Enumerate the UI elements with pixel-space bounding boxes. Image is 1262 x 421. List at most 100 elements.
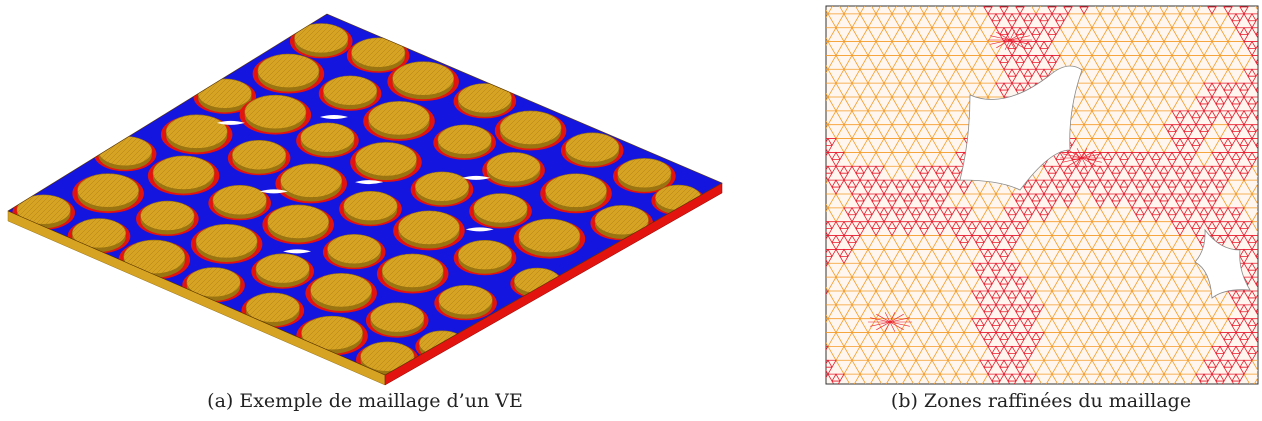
fibre-top [414,171,470,202]
mesh-3d-view [7,13,723,386]
panel-b-refined-zones: (b) Zones raffinées du maillage [820,0,1262,421]
refinement-hotspot [889,321,896,332]
fibre-top [617,158,672,189]
fibre-top [267,204,330,239]
fibre-top [232,140,287,171]
refinement-hotspot [1004,30,1011,41]
fibre-top [294,23,349,54]
fibre-top [301,315,363,351]
fibre-top [370,302,425,333]
refinement-hotspot [1004,39,1011,50]
fibre-top [438,285,493,316]
refinement-hotspot [870,321,891,327]
caption-b: (b) Zones raffinées du maillage [890,390,1192,412]
fibre-top [392,61,455,96]
refinement-hotspot [889,312,896,323]
plate-outline [7,13,723,376]
refinement-hotspot [990,35,1011,41]
refinement-hotspot [1009,31,1024,41]
refinement-hotspot [884,321,891,332]
fibre-top [473,193,528,224]
fibre-top [327,234,382,265]
void-region [355,180,384,185]
refinement-hotspot [996,31,1011,41]
fibre-top [323,75,378,106]
fibre-top [280,163,343,198]
fibre-top [486,152,541,183]
refinement-hotspot [889,321,904,331]
fibre-top [437,124,492,155]
refinement-hotspot [1062,153,1083,159]
void-large [959,65,1083,191]
fibre-top [123,239,186,275]
refinement-hotspot [1081,148,1088,159]
fibre-top [197,78,252,109]
refinement-hotspot [1081,149,1096,159]
refinement-hotspot [1081,153,1102,159]
mesh-frame [825,5,1259,385]
refinement-hotspot [1081,157,1102,163]
refinement-hotspot [1081,157,1096,167]
fibre-top [212,185,267,216]
fibre-top [355,142,417,177]
fibre-top [186,267,241,298]
fibre-top [594,205,649,236]
refined-mesh-view [825,5,1259,385]
fibre-top [499,110,562,145]
fibre-top [343,190,398,222]
fibre-top [244,94,307,130]
refinement-hotspot [1009,39,1030,45]
void-region [320,115,348,120]
void-region [462,175,491,180]
refinement-hotspot [1068,149,1083,159]
refinement-hotspot [876,313,891,323]
void-small [1194,228,1251,299]
fibre-top [398,210,460,245]
void-region [259,189,288,194]
fibre-top [457,83,512,114]
refinement-hotspot [990,39,1011,45]
refinement-hotspot [1009,39,1024,49]
refinement-hotspot [1068,157,1083,167]
refinement-hotspot [884,312,891,323]
refinement-hotspot [889,313,904,323]
void-region [465,227,494,232]
fibre-top [368,101,430,136]
refinement-hotspot [889,321,910,327]
void-region [283,249,312,254]
fibre-top [360,341,415,372]
void-region [216,120,245,125]
fibre-top [257,53,320,88]
fibre-top [457,240,513,271]
refinement-hotspot [876,321,891,331]
refinement-hotspot [996,39,1011,49]
fibre-top [165,114,228,149]
refinement-hotspot [1009,35,1030,41]
refinement-hotspot [1062,157,1083,163]
fibre-top [351,37,406,68]
refinement-hotspot [1076,157,1083,168]
fibre-top [545,173,607,208]
fibre-top [381,253,444,288]
fibre-top [98,136,153,167]
refinement-hotspot [1076,148,1083,159]
fibre-top [195,224,258,259]
fibre-top [71,218,127,249]
fibre-top [310,273,373,308]
fibre-top [245,292,300,323]
refinement-hotspot [870,317,891,323]
refinement-hotspot [1081,157,1088,168]
fibre-top [16,194,71,225]
fibre-top [300,122,355,153]
fibre-top [565,132,620,163]
refinement-hotspot [889,317,910,323]
caption-a: (a) Exemple de maillage d’un VE [207,390,523,412]
fibre-top [140,200,195,231]
panel-a-mesh-3d: (a) Exemple de maillage d’un VE [7,13,723,412]
fibre-top [152,155,215,190]
fibre-top [518,218,581,254]
fibre-top [77,173,139,208]
refinement-hotspot [1009,30,1016,41]
refinement-hotspot [1009,39,1016,50]
fibre-top [255,253,310,284]
